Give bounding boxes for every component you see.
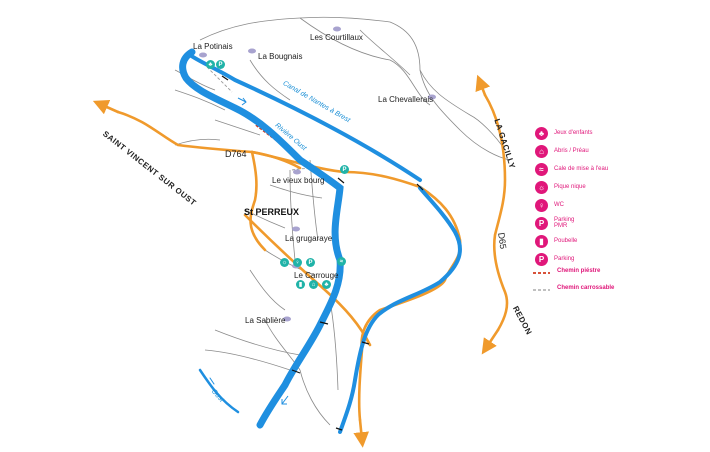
flow-arrows (237, 97, 289, 405)
trash-icon: ▮ (535, 234, 548, 248)
legend-item-picnic: ☼ Pique nique (535, 179, 586, 195)
legend-item-trash: ▮ Poubelle (535, 233, 577, 249)
poi-playground-icon[interactable]: ♣ (322, 280, 331, 289)
picnic-icon: ☼ (535, 180, 548, 194)
poi-trash-icon[interactable]: ▮ (296, 280, 305, 289)
shelter-icon: ⌂ (535, 144, 548, 158)
poi-parking-icon[interactable]: P (340, 165, 349, 174)
legend-item-boat-ramp: ≈ Cale de mise à l'eau (535, 161, 608, 177)
legend-line-carriage: Chemin carrossable (557, 285, 615, 291)
legend-line-pedestrian: Chemin piéstre (557, 268, 601, 274)
legend-item-shelter: ⌂ Abris / Préau (535, 143, 589, 159)
legend-item-parking: P Parking (535, 251, 574, 267)
place-la-sabliere: La Sablière (245, 316, 286, 325)
wc-icon: ♀ (535, 198, 548, 212)
legend-item-parking-pmr: P Parking PMR (535, 215, 584, 231)
playground-icon: ♣ (535, 126, 548, 140)
legend-item-wc: ♀ WC (535, 197, 564, 213)
road-d65: D65 (496, 231, 509, 250)
place-le-carrouge: Le Carrouge (294, 271, 339, 280)
place-les-courtillaux: Les Courtillaux (310, 33, 363, 42)
poi-parking-icon[interactable]: P (306, 258, 315, 267)
poi-wc-icon[interactable]: ♀ (293, 258, 302, 267)
boat-ramp-icon: ≈ (535, 162, 548, 176)
poi-picnic-icon[interactable]: ☼ (280, 258, 289, 267)
place-la-bougnais: La Bougnais (258, 52, 303, 61)
place-st-perreux: St PERREUX (244, 207, 300, 217)
place-la-grugaraye: La grugaraye (285, 234, 333, 243)
poi-shelter-icon[interactable]: ⌂ (309, 280, 318, 289)
locks (221, 75, 424, 431)
place-le-vieux-bourg: Le vieux bourg (272, 176, 325, 185)
road-d764: D764 (225, 149, 247, 159)
legend-item-playground: ♣ Jeux d'enfants (535, 125, 593, 141)
place-la-potinais: La Potinais (193, 42, 233, 51)
poi-parking-icon[interactable]: P (216, 60, 225, 69)
main-roads (92, 74, 509, 448)
poi-playground-icon[interactable]: ♣ (206, 60, 215, 69)
parking-pmr-icon: P (535, 216, 548, 230)
poi-boat-ramp-icon[interactable]: ≈ (337, 257, 346, 266)
place-la-chevallerais: La Chevallerais (378, 95, 434, 104)
parking-icon: P (535, 252, 548, 266)
